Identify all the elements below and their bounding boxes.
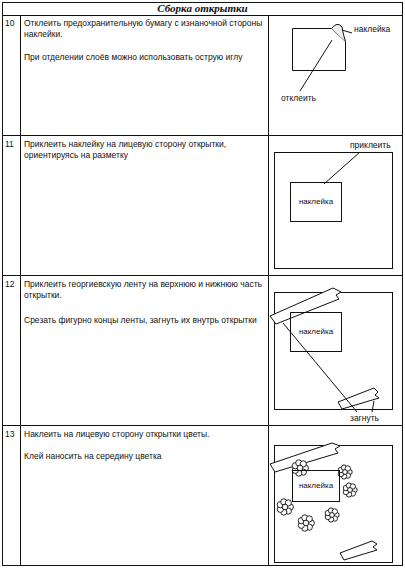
- card-sketch: [270, 443, 393, 563]
- step-number: 13: [5, 429, 19, 440]
- ribbon: [270, 288, 341, 324]
- card-sketch: [270, 288, 393, 412]
- peeled-corner: [332, 24, 346, 41]
- step-note: При отделении слоёв можно использовать о…: [24, 52, 264, 63]
- ribbon: [340, 541, 377, 560]
- flower: [292, 460, 308, 476]
- row-line: [3, 275, 403, 276]
- row-line: [3, 15, 403, 16]
- flower-center: [330, 513, 335, 518]
- flower: [277, 499, 293, 515]
- column-line: [20, 16, 21, 566]
- sticker-outline: [293, 29, 346, 71]
- step-number: 10: [5, 18, 19, 29]
- table-border: [3, 3, 403, 566]
- step-text: Наклеить на лицевую сторону открытки цве…: [24, 429, 264, 440]
- flower-center: [282, 504, 288, 510]
- row-line: [3, 425, 403, 426]
- row-line: [3, 135, 403, 136]
- flower-center: [343, 470, 348, 475]
- flower-center: [348, 488, 353, 493]
- leader-line: [342, 30, 352, 33]
- step-note: Клей наносить на середину цветка: [24, 451, 264, 462]
- ribbon: [270, 443, 340, 472]
- flower: [338, 465, 352, 479]
- step-text: Приклеить георгиевскую ленту на верхнюю …: [24, 279, 264, 301]
- callout-label: наклейка: [354, 24, 390, 35]
- flower-center: [303, 520, 309, 526]
- leader-line: [324, 152, 360, 184]
- step-text: Приклеить наклейку на лицевую сторону от…: [24, 139, 264, 161]
- callout-label: отклеить: [281, 93, 316, 104]
- flower: [325, 508, 339, 522]
- leader-line: [372, 401, 374, 412]
- step-text: Отклеить предохранительную бумагу с изна…: [24, 18, 264, 40]
- table-grid: [3, 3, 403, 566]
- leader-line: [283, 323, 357, 412]
- callout-label: загнуть: [350, 413, 379, 424]
- sticker-sketch: [293, 24, 353, 91]
- table-title: Сборка открытки: [20, 2, 385, 14]
- step-number: 11: [5, 139, 19, 150]
- flower: [343, 483, 357, 497]
- step-number: 12: [5, 279, 19, 290]
- flower: [298, 515, 314, 531]
- sticker-label: наклейка: [299, 197, 333, 207]
- sticker-box: наклейка: [290, 312, 342, 352]
- column-line: [268, 16, 269, 566]
- leader-line: [300, 40, 332, 91]
- callout-label: приклеить: [350, 140, 391, 151]
- flowers: [277, 460, 357, 531]
- card-sketch: [275, 152, 393, 269]
- sticker-box: наклейка: [290, 182, 342, 222]
- card-outline: [275, 153, 393, 269]
- sticker-label: наклейка: [299, 327, 333, 337]
- sticker-label: наклейка: [299, 481, 333, 491]
- sticker-box: наклейка: [292, 470, 340, 502]
- step-note: Срезать фигурно концы ленты, загнуть их …: [24, 315, 264, 326]
